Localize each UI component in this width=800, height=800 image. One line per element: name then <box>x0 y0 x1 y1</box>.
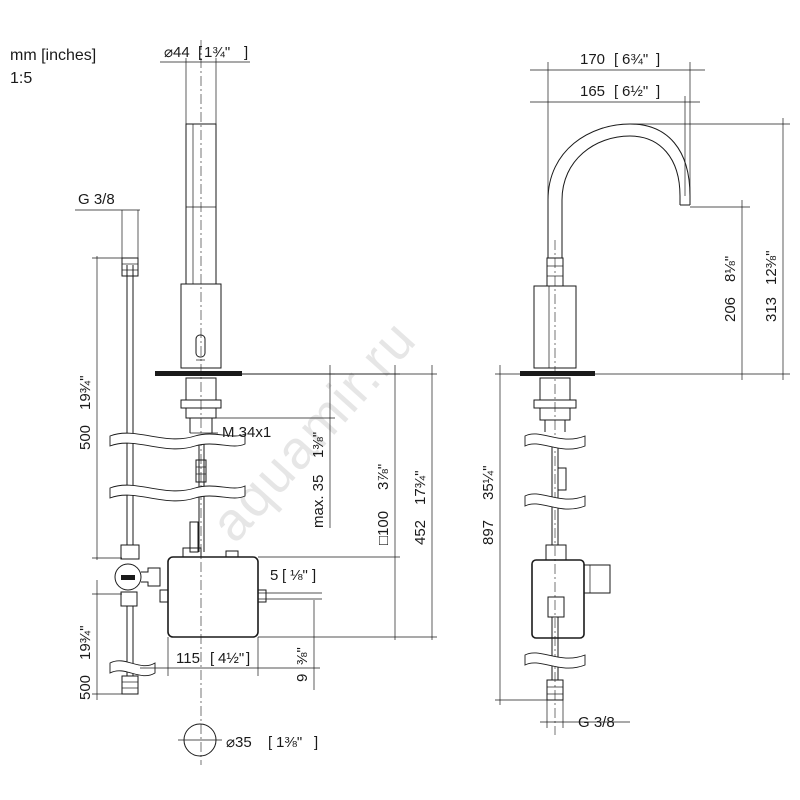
svg-text:[: [ <box>268 734 273 751</box>
cable-connector <box>195 459 207 483</box>
front-dimensions: ⌀44 1¾" [] G 3/8 500 19¾" M 34x1 max. 35… <box>75 44 437 751</box>
svg-text:[: [ <box>614 51 619 68</box>
svg-text:]: ] <box>656 83 660 100</box>
svg-text:[: [ <box>282 567 287 584</box>
gooseneck-spout <box>547 123 691 258</box>
dim-313-mm: 313 <box>763 297 780 322</box>
dim-115-mm: 115 <box>176 650 200 667</box>
svg-text:]: ] <box>312 567 316 584</box>
bottom-fitting <box>121 675 139 695</box>
dim-500-top-inch: 19¾" <box>77 375 94 410</box>
top-fitting <box>121 257 139 277</box>
dim-max35-inch: 1⅜" <box>310 432 327 458</box>
side-view <box>520 123 691 735</box>
dim-206-mm: 206 <box>722 297 739 322</box>
dim-sq100-mm: □100 <box>375 511 392 545</box>
dim-165-mm: 165 <box>580 83 605 100</box>
dim-313-inch: 12⅜" <box>763 250 780 285</box>
dim-165-inch: 6½" <box>622 83 648 100</box>
dim-5-mm: 5 <box>270 567 278 584</box>
side-bottom-fitting <box>546 679 564 701</box>
dim-500-bot-inch: 19¾" <box>77 625 94 660</box>
dim-m34: M 34x1 <box>222 424 271 441</box>
dim-206-inch: 8⅛" <box>722 256 739 282</box>
dim-115-inch: 4½" <box>218 650 244 667</box>
dim-452-mm: 452 <box>412 520 429 545</box>
valve <box>114 563 142 591</box>
dim-max35-mm: max. 35 <box>310 475 327 528</box>
dim-500-top-mm: 500 <box>77 425 94 450</box>
svg-text:[: [ <box>210 650 215 667</box>
control-box <box>167 556 259 638</box>
dim-d44-mm: ⌀44 <box>164 44 190 61</box>
svg-text:[: [ <box>198 44 203 61</box>
dim-d35-mm: ⌀35 <box>226 734 252 751</box>
dim-sq100-inch: 3⅞" <box>375 464 392 490</box>
dim-d35-inch: 1⅜" <box>276 734 302 751</box>
deck-plate <box>155 371 242 376</box>
dim-9-mm: 9 <box>294 674 311 682</box>
svg-text:]: ] <box>314 734 318 751</box>
scale-label: 1:5 <box>10 70 33 87</box>
sensor-window <box>195 334 206 358</box>
dim-g38-top: G 3/8 <box>78 191 115 208</box>
side-dimensions: 170 6¾" [] 165 6½" [] 206 8⅛" 313 12⅜" 8… <box>480 51 790 731</box>
dim-5-inch: ⅛" <box>290 567 308 584</box>
side-deck-plate <box>520 371 595 376</box>
front-view <box>109 40 267 765</box>
svg-text:]: ] <box>246 650 250 667</box>
dim-897-inch: 35¼" <box>480 465 497 500</box>
dim-9-inch: ⅜" <box>294 647 311 665</box>
svg-text:]: ] <box>656 51 660 68</box>
dim-452-inch: 17¾" <box>412 470 429 505</box>
dim-d44-inch: 1¾" <box>204 44 230 61</box>
dim-170-mm: 170 <box>580 51 605 68</box>
side-valve <box>583 564 611 594</box>
dim-g38-bottom: G 3/8 <box>578 714 615 731</box>
dim-170-inch: 6¾" <box>622 51 648 68</box>
svg-text:[: [ <box>614 83 619 100</box>
units-label: mm [inches] <box>10 47 97 64</box>
dim-897-mm: 897 <box>480 520 497 545</box>
faucet-body <box>180 283 222 369</box>
svg-text:]: ] <box>244 44 248 61</box>
dim-500-bot-mm: 500 <box>77 675 94 700</box>
side-faucet-body <box>533 285 577 369</box>
